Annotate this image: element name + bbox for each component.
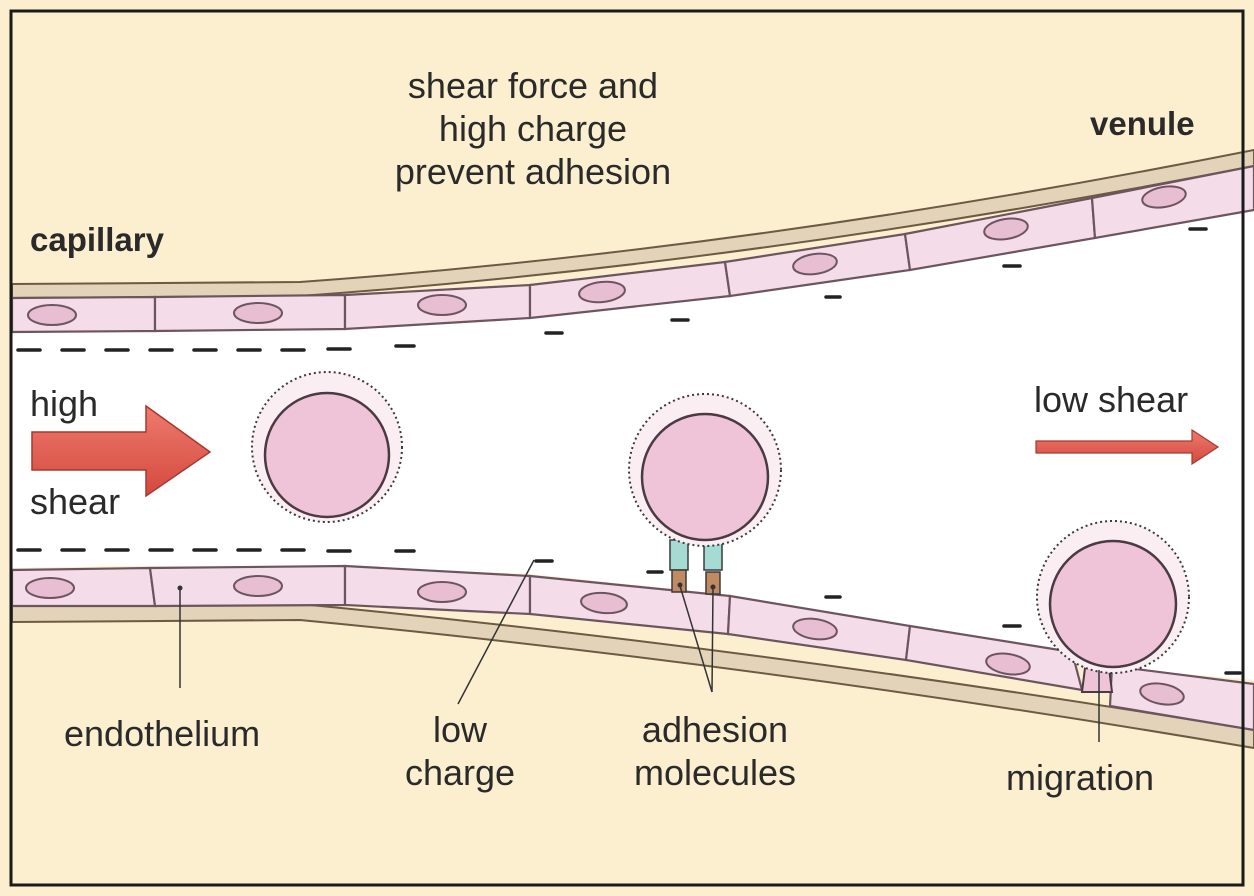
leukocyte-free-icon <box>252 372 402 522</box>
adhesion-leader-2 <box>712 588 713 692</box>
high-shear-line-1: high <box>30 382 98 425</box>
adhesion-molecules-line-2: molecules <box>610 751 820 794</box>
adhesion-molecules-line-1: adhesion <box>610 708 820 751</box>
migration-label: migration <box>1006 756 1154 799</box>
nucleus <box>234 576 282 596</box>
nucleus <box>28 305 76 325</box>
top-note: shear force and high charge prevent adhe… <box>348 64 718 194</box>
high-shear-label-2: shear <box>30 480 120 523</box>
high-shear-line-2: shear <box>30 480 120 523</box>
nucleus <box>26 578 74 598</box>
high-shear-label: high <box>30 382 98 425</box>
nucleus <box>234 303 282 323</box>
nucleus <box>418 295 466 315</box>
capillary-label: capillary <box>30 220 164 260</box>
endothelium-label: endothelium <box>64 712 260 755</box>
low-charge-line-2: charge <box>380 751 540 794</box>
adhesion-molecules-label: adhesion molecules <box>610 708 820 794</box>
top-note-line-2: high charge <box>348 107 718 150</box>
nucleus <box>418 582 466 602</box>
top-note-line-3: prevent adhesion <box>348 150 718 193</box>
low-charge-label: low charge <box>380 708 540 794</box>
low-charge-line-1: low <box>380 708 540 751</box>
low-shear-label: low shear <box>1034 378 1188 421</box>
top-note-line-1: shear force and <box>348 64 718 107</box>
leukocyte-adhering-icon <box>629 394 781 546</box>
venule-label: venule <box>1090 104 1195 144</box>
